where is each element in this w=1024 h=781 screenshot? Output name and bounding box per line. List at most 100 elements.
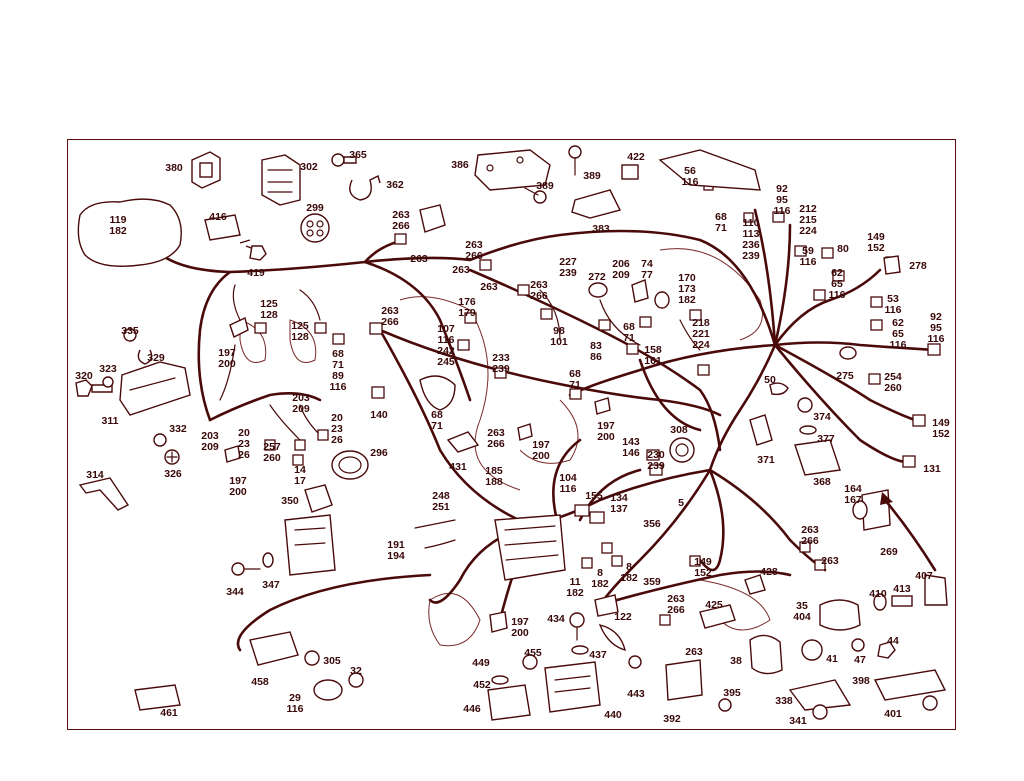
part-number-label: 32 (350, 665, 362, 677)
part-number-label: 455 (524, 647, 542, 659)
part-number-label: 434 (547, 613, 565, 625)
part-number-label: 269 (880, 546, 898, 558)
part-number-label: 389 (583, 170, 601, 182)
part-number-label: 80 (837, 243, 849, 255)
part-number-label: 446 (463, 703, 481, 715)
part-number-label: 458 (251, 676, 269, 688)
part-number-label: 275 (836, 370, 854, 382)
part-number-label: 44 (887, 635, 899, 647)
part-number-label: 425 (705, 599, 723, 611)
part-number-label: 305 (323, 655, 341, 667)
part-number-label: 122 (614, 611, 632, 623)
part-number-label: 263 (410, 253, 428, 265)
part-number-label: 407 (915, 570, 933, 582)
part-number-label: 41 (826, 653, 838, 665)
part-number-label: 449 (472, 657, 490, 669)
part-number-label: 419 (247, 267, 265, 279)
part-number-label: 302 (300, 161, 318, 173)
part-number-label: 263 (821, 555, 839, 567)
part-number-label: 263 (685, 646, 703, 658)
part-number-label: 140 (370, 409, 388, 421)
part-number-label: 374 (813, 411, 831, 423)
part-number-label: 311 (101, 415, 119, 427)
part-number-label: 398 (852, 675, 870, 687)
part-number-label: 272 (588, 271, 606, 283)
part-number-label: 341 (789, 715, 807, 727)
part-number-label: 413 (893, 583, 911, 595)
part-number-label: 347 (262, 579, 280, 591)
connectors (254, 180, 941, 626)
part-number-label: 386 (451, 159, 469, 171)
part-number-label: 377 (817, 433, 835, 445)
part-number-label: 320 (75, 370, 93, 382)
part-number-label: 380 (165, 162, 183, 174)
part-number-label: 263 (480, 281, 498, 293)
part-number-label: 155 (585, 490, 603, 502)
diagram-frame (67, 139, 956, 730)
part-number-label: 131 (923, 463, 941, 475)
part-number-label: 368 (813, 476, 831, 488)
part-number-label: 356 (643, 518, 661, 530)
part-number-label: 362 (386, 179, 404, 191)
part-number-label: 452 (473, 679, 491, 691)
part-number-label: 5 (678, 497, 684, 509)
part-number-label: 395 (723, 687, 741, 699)
part-number-label: 38 (730, 655, 742, 667)
part-number-label: 392 (663, 713, 681, 725)
part-number-label: 383 (592, 223, 610, 235)
part-number-label: 428 (760, 566, 778, 578)
part-number-label: 299 (306, 202, 324, 214)
part-number-label: 338 (775, 695, 793, 707)
part-number-label: 443 (627, 688, 645, 700)
part-number-label: 389 (536, 180, 554, 192)
part-number-label: 323 (99, 363, 117, 375)
part-number-label: 263 (452, 264, 470, 276)
